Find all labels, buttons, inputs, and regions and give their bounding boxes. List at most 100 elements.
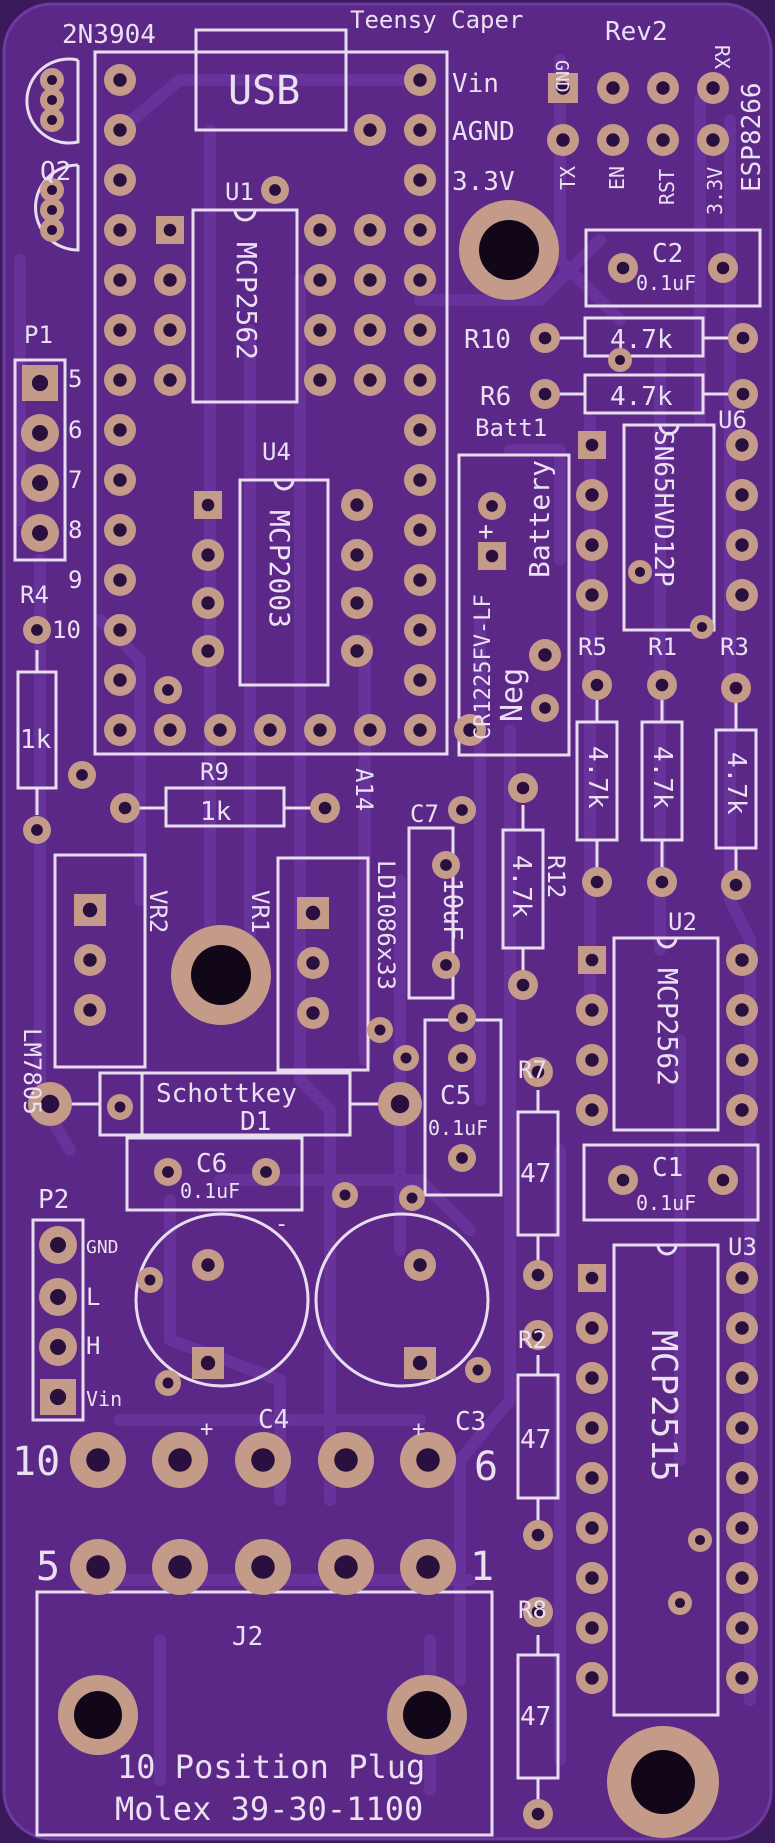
pad-hole	[556, 81, 570, 95]
esp-gnd: GND	[551, 60, 572, 93]
pad-hole	[40, 1094, 60, 1114]
u6-ref: U6	[718, 406, 747, 434]
p2-l: L	[86, 1283, 100, 1311]
pad-hole	[31, 624, 43, 636]
pad-hole	[585, 1003, 599, 1017]
pad-hole	[656, 133, 670, 147]
esp-rx: RX	[710, 45, 734, 69]
pad-hole	[413, 523, 427, 537]
pad-hole	[735, 1271, 749, 1285]
usb-label: USB	[228, 68, 300, 114]
esp-tx: TX	[556, 166, 580, 190]
pad-hole	[585, 1471, 599, 1485]
u4-ref: U4	[262, 438, 291, 466]
silk-text: Teensy Caper Rev2 2N3904 Q2 USB Vin AGND…	[12, 6, 767, 1828]
c7-outline	[407, 826, 455, 1000]
pad-hole	[49, 1388, 67, 1406]
pad-hole	[168, 1555, 192, 1579]
pad-hole	[735, 1621, 749, 1635]
pad-hole	[606, 133, 620, 147]
pin-8: 8	[68, 516, 82, 544]
pad-hole	[113, 623, 127, 637]
r12-value: 4.7k	[506, 855, 536, 918]
mounting-holes	[58, 200, 719, 1838]
pad-hole	[655, 678, 669, 692]
pin-7: 7	[68, 466, 82, 494]
u2-ref: U2	[668, 908, 697, 936]
vr1-outline	[276, 856, 370, 1072]
r7-value: 47	[520, 1159, 551, 1189]
pad-hole	[416, 1448, 440, 1472]
r3-ref: R3	[720, 633, 749, 661]
r10-ref: R10	[464, 325, 511, 355]
pad-hole	[413, 423, 427, 437]
u1-part: MCP2562	[230, 242, 263, 360]
vr1-part: LD1086x33	[372, 860, 400, 990]
pad-hole	[735, 1371, 749, 1385]
batt-ref: Batt1	[475, 414, 547, 442]
r12-ref: R12	[542, 855, 570, 898]
r6-value: 4.7k	[610, 382, 673, 412]
c6-ref: C6	[196, 1149, 227, 1179]
pad-hole	[416, 1555, 440, 1579]
pad-hole	[201, 596, 215, 610]
c2-outline	[584, 228, 762, 308]
esp-33v: 3.3V	[703, 167, 727, 215]
pad-hole	[313, 373, 327, 387]
pad-hole	[735, 1103, 749, 1117]
pad-hole	[531, 1528, 545, 1542]
pad-hole	[694, 1534, 706, 1546]
u4-part: MCP2003	[263, 510, 296, 628]
c7-value: 10uF	[437, 878, 467, 941]
pad-hole	[656, 81, 670, 95]
pad-hole	[113, 673, 127, 687]
vr2-ref: VR2	[144, 890, 172, 933]
pad-hole	[413, 123, 427, 137]
pad-hole	[614, 354, 626, 366]
pad-hole	[162, 1377, 174, 1389]
pad-hole	[538, 648, 552, 662]
pad-hole	[113, 523, 127, 537]
pad-hole	[163, 323, 177, 337]
pad-hole	[472, 1364, 484, 1376]
j2-ref: J2	[232, 1622, 263, 1652]
pad-hole	[706, 81, 720, 95]
pad-hole	[313, 723, 327, 737]
pad-hole	[413, 1258, 427, 1272]
pad-hole	[585, 588, 599, 602]
pad-hole	[350, 548, 364, 562]
pad-hole	[306, 956, 320, 970]
pad-hole	[590, 678, 604, 692]
pad-hole	[413, 223, 427, 237]
c4-minus: -	[275, 1212, 288, 1237]
pad-hole	[735, 1471, 749, 1485]
u2-part: MCP2562	[651, 968, 684, 1086]
pad-hole	[306, 1006, 320, 1020]
c1-outline	[582, 1143, 760, 1222]
r8-value: 47	[520, 1702, 551, 1732]
pad-hole	[313, 273, 327, 287]
pad-hole	[590, 875, 604, 889]
esp-en: EN	[605, 166, 629, 190]
c4-outline	[134, 1212, 310, 1388]
pad-hole	[531, 1268, 545, 1282]
pad-hole	[350, 644, 364, 658]
pad-hole	[201, 1258, 215, 1272]
pad-hole	[113, 423, 127, 437]
pad-hole	[82, 902, 98, 918]
pad-hole	[716, 261, 730, 275]
pad-hole	[32, 425, 48, 441]
pad-hole	[463, 723, 477, 737]
pad-hole	[113, 173, 127, 187]
u2-outline	[612, 936, 720, 1132]
c5-value: 0.1uF	[428, 1116, 488, 1140]
c4-ref: C4	[258, 1405, 289, 1435]
pad-hole	[485, 549, 499, 563]
pad-hole	[655, 875, 669, 889]
pad-hole	[113, 273, 127, 287]
batt-outline	[457, 453, 571, 757]
pad-hole	[729, 681, 743, 695]
pad-hole	[556, 133, 570, 147]
pad-hole	[113, 473, 127, 487]
pad-hole	[585, 1621, 599, 1635]
